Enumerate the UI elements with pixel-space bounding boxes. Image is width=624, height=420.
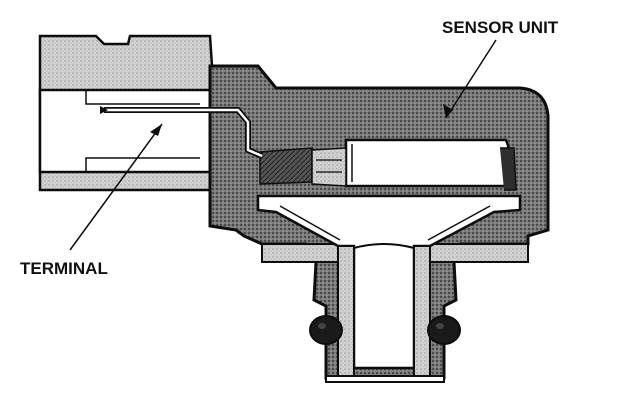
terminal-leader [69, 123, 163, 251]
o-ring-left [309, 315, 343, 345]
sensor-element [344, 138, 517, 191]
terminal-pin [100, 106, 264, 159]
terminal-label: TERMINAL [20, 259, 108, 278]
o-ring-right [427, 315, 461, 345]
sensor-unit-label: SENSOR UNIT [442, 18, 559, 37]
sensor-unit-leader [443, 39, 497, 119]
terminal-contact-block [259, 147, 347, 187]
